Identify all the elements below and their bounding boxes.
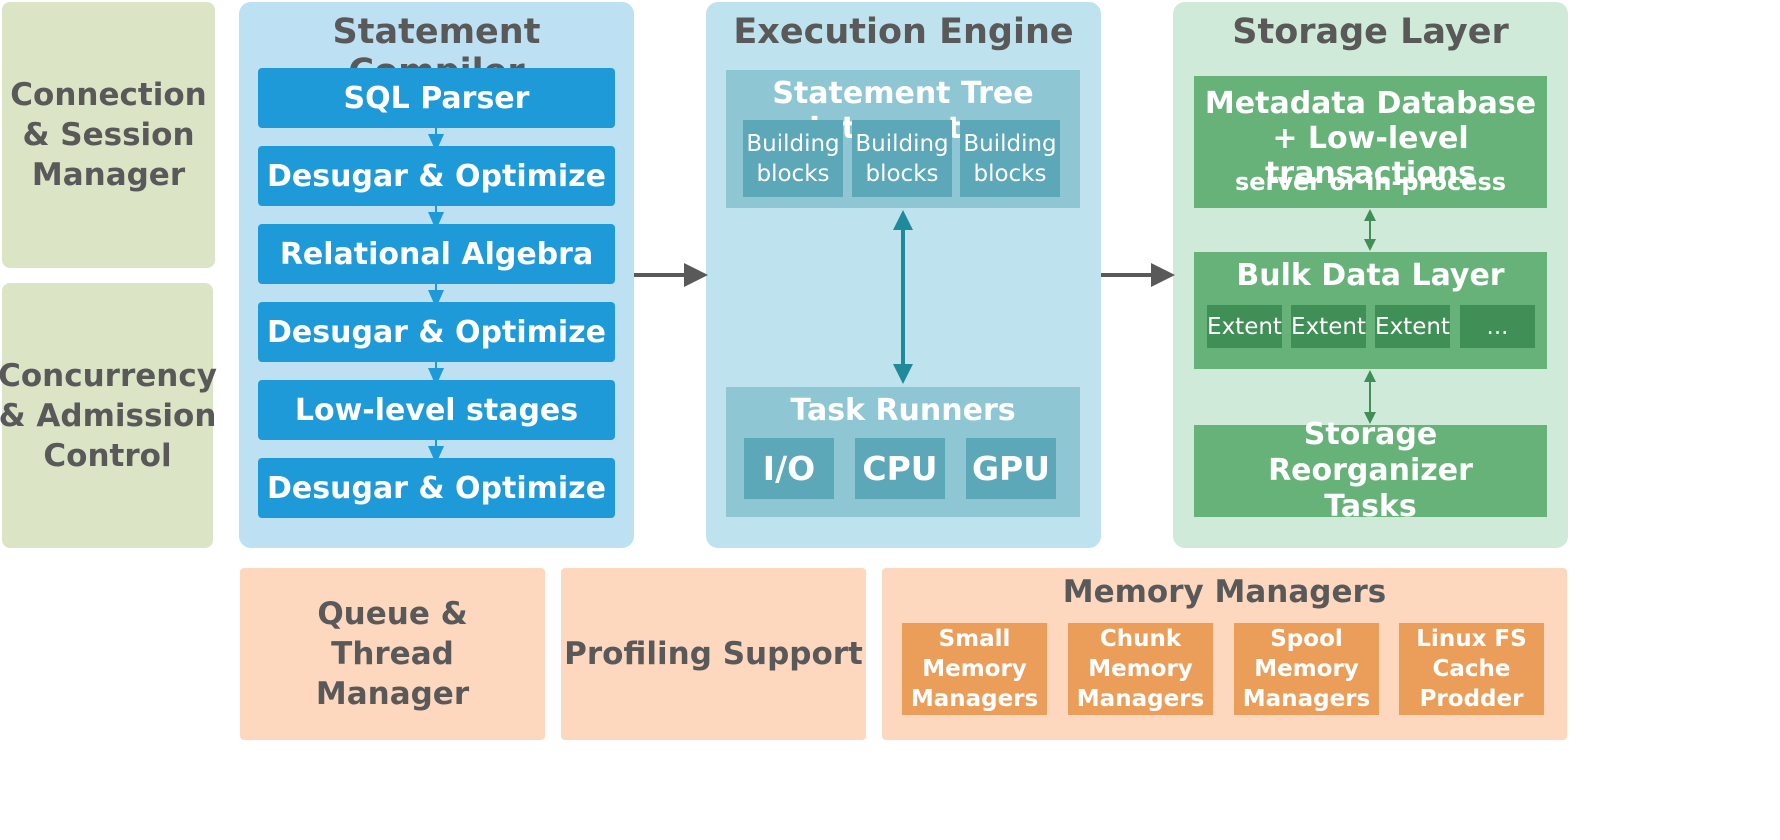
storage-layer-title: Storage Layer bbox=[1232, 12, 1509, 52]
building-block-2: Building blocks bbox=[852, 120, 952, 197]
task-runner-cpu: CPU bbox=[855, 438, 945, 499]
profiling-support-panel: Profiling Support bbox=[561, 568, 866, 740]
building-block-1: Building blocks bbox=[743, 120, 843, 197]
metadata-database-line1: Metadata Database bbox=[1204, 86, 1537, 121]
compiler-stage-desugar-optimize-1: Desugar & Optimize bbox=[258, 146, 615, 206]
connection-session-manager-panel: Connection & Session Manager bbox=[2, 2, 215, 268]
compiler-stage-sql-parser: SQL Parser bbox=[258, 68, 615, 128]
compiler-stage-relational-algebra: Relational Algebra bbox=[258, 224, 615, 284]
compiler-stage-desugar-optimize-3: Desugar & Optimize bbox=[258, 458, 615, 518]
queue-thread-manager-label: Queue & Thread Manager bbox=[315, 596, 470, 712]
memory-managers-title: Memory Managers bbox=[1062, 574, 1387, 610]
extent-more: ... bbox=[1460, 305, 1535, 348]
small-memory-managers-box: Small Memory Managers bbox=[902, 623, 1047, 715]
extent-3: Extent bbox=[1375, 305, 1450, 348]
task-runners-title: Task Runners bbox=[790, 393, 1016, 428]
bulk-data-layer-title: Bulk Data Layer bbox=[1236, 258, 1505, 293]
concurrency-admission-control-panel: Concurrency & Admission Control bbox=[0, 283, 217, 548]
connection-session-manager-label: Connection & Session Manager bbox=[10, 77, 207, 193]
linux-fs-cache-prodder-box: Linux FS Cache Prodder bbox=[1399, 623, 1544, 715]
execution-engine-title: Execution Engine bbox=[733, 12, 1074, 52]
compiler-stage-desugar-optimize-2: Desugar & Optimize bbox=[258, 302, 615, 362]
spool-memory-managers-box: Spool Memory Managers bbox=[1234, 623, 1379, 715]
building-block-3: Building blocks bbox=[960, 120, 1060, 197]
metadata-database-box: Metadata Database + Low-level transactio… bbox=[1194, 76, 1547, 208]
extent-2: Extent bbox=[1291, 305, 1366, 348]
extent-1: Extent bbox=[1207, 305, 1282, 348]
profiling-support-label: Profiling Support bbox=[564, 636, 863, 672]
concurrency-admission-control-label: Concurrency & Admission Control bbox=[0, 357, 217, 474]
chunk-memory-managers-box: Chunk Memory Managers bbox=[1068, 623, 1213, 715]
queue-thread-manager-panel: Queue & Thread Manager bbox=[240, 568, 545, 740]
task-runner-io: I/O bbox=[744, 438, 834, 499]
metadata-database-line2: + Low-level transactions bbox=[1264, 121, 1477, 191]
compiler-stage-low-level: Low-level stages bbox=[258, 380, 615, 440]
metadata-database-line3: server or in-process bbox=[1234, 168, 1507, 196]
task-runner-gpu: GPU bbox=[966, 438, 1056, 499]
